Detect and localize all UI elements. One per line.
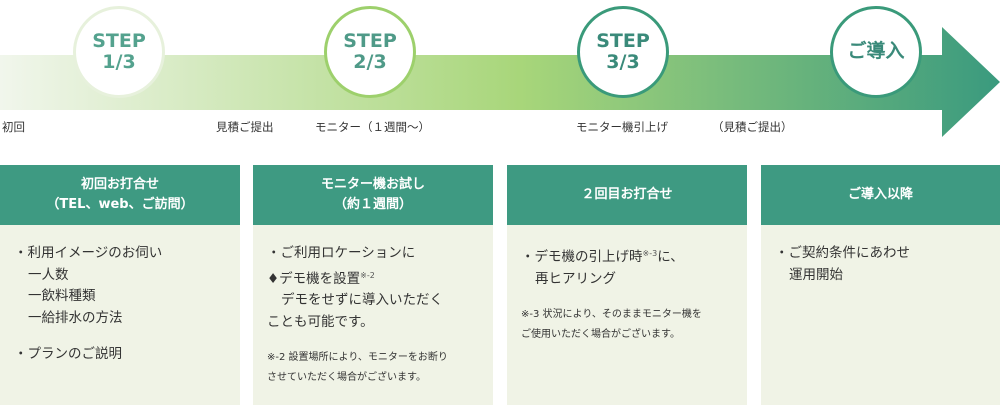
card-line: 再ヒアリング: [535, 270, 616, 287]
card-line: 一人数: [28, 266, 69, 283]
timeline-monitor: モニター（１週間〜）: [315, 120, 430, 134]
step-3-fraction: 3/3: [606, 51, 640, 73]
timeline-estimate-2: （見積ご提出）: [712, 120, 793, 134]
timeline-pickup: モニター機引上げ: [576, 120, 668, 134]
card-body: ・ご利用ロケーションに ♦デモ機を設置※-2 デモをせずに導入いただく ことも可…: [253, 225, 493, 388]
final-step-label: ご導入: [847, 40, 905, 63]
card-body: ・利用イメージのお伺い 一人数 一飲料種類 一給排水の方法 ・プランのご説明: [0, 225, 240, 366]
step-3-label: STEP: [596, 29, 650, 52]
footnote-mark: ※-3: [642, 249, 658, 258]
card-monitor-trial: モニター機お試し （約１週間） ・ご利用ロケーションに ♦デモ機を設置※-2 デ…: [253, 165, 493, 405]
step-1-fraction: 1/3: [102, 51, 136, 73]
card-title: ２回目お打合せ: [581, 186, 673, 202]
card-after-introduction: ご導入以降 ・ご契約条件にあわせ 運用開始: [761, 165, 1000, 405]
card-line-text: ・デモ機の引上げ時: [521, 249, 643, 265]
card-line-text: に、: [657, 249, 684, 265]
card-second-meeting: ２回目お打合せ ・デモ機の引上げ時※-3に、 再ヒアリング ※-3 状況により、…: [507, 165, 747, 405]
final-step-circle: ご導入: [830, 6, 922, 98]
card-subtitle: （約１週間）: [333, 197, 412, 212]
footnote: ※-2 設置場所により、モニターをお断り: [267, 352, 448, 363]
card-line: 一給排水の方法: [28, 309, 123, 326]
card-line: 一飲料種類: [28, 288, 96, 304]
timeline-estimate: 見積ご提出: [216, 120, 274, 134]
card-line: ・ご利用ロケーションに: [267, 245, 416, 261]
card-line: デモをせずに導入いただく: [281, 292, 443, 308]
step-3-circle: STEP 3/3: [577, 6, 669, 98]
footnote: ご使用いただく場合がございます。: [521, 329, 680, 340]
card-line: ・プランのご説明: [14, 346, 122, 362]
card-line-text: ♦デモ機を設置: [267, 270, 361, 287]
footnote-mark: ※-2: [360, 270, 375, 280]
card-header: ２回目お打合せ: [507, 165, 747, 225]
step-1-label: STEP: [92, 29, 146, 52]
card-title: モニター機お試し: [320, 176, 425, 192]
card-line: 運用開始: [789, 266, 843, 283]
card-subtitle: （TEL、web、ご訪問）: [46, 197, 194, 212]
card-header: ご導入以降: [761, 165, 1000, 225]
step-2-circle: STEP 2/3: [324, 6, 416, 98]
footnote: ※-3 状況により、そのままモニター機を: [521, 309, 702, 320]
card-line: ことも可能です。: [267, 313, 374, 330]
footnote: させていただく場合がございます。: [267, 372, 426, 383]
step-2-label: STEP: [343, 29, 397, 52]
card-header: モニター機お試し （約１週間）: [253, 165, 493, 225]
card-line-with-mark: ♦デモ機を設置※-2: [267, 265, 479, 291]
process-arrow: [0, 27, 1000, 137]
card-line: ・利用イメージのお伺い: [14, 245, 163, 261]
card-header: 初回お打合せ （TEL、web、ご訪問）: [0, 165, 240, 225]
card-title: 初回お打合せ: [80, 176, 159, 192]
arrow-shape: [0, 27, 1000, 137]
card-title: ご導入以降: [847, 186, 913, 202]
card-body: ・デモ機の引上げ時※-3に、 再ヒアリング ※-3 状況により、そのままモニター…: [507, 225, 747, 345]
card-first-meeting: 初回お打合せ （TEL、web、ご訪問） ・利用イメージのお伺い 一人数 一飲料…: [0, 165, 240, 405]
step-1-circle: STEP 1/3: [73, 6, 165, 98]
card-line: ・ご契約条件にあわせ: [775, 245, 910, 261]
step-2-fraction: 2/3: [353, 51, 387, 73]
card-body: ・ご契約条件にあわせ 運用開始: [761, 225, 1000, 286]
card-line-with-mark: ・デモ機の引上げ時※-3に、: [521, 243, 733, 269]
timeline-first: 初回: [2, 120, 25, 134]
